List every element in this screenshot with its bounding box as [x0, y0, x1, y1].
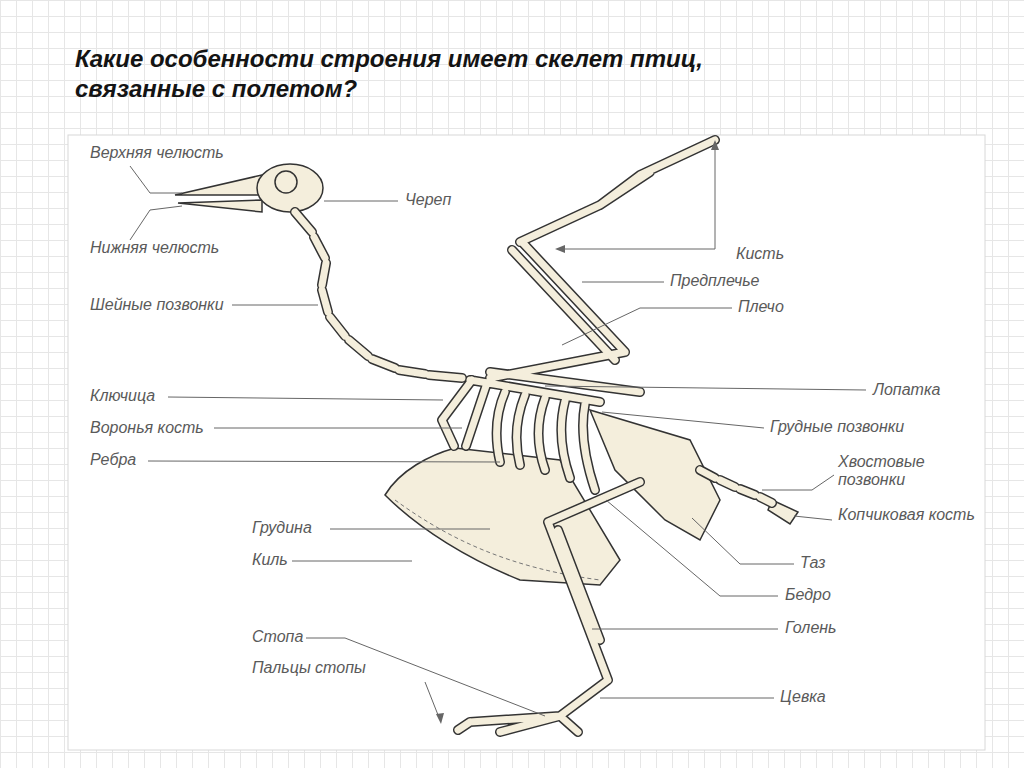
part-label: Пальцы стопы — [252, 659, 366, 677]
arrow-heads — [436, 140, 719, 724]
part-label: Хвостовые позвонки — [838, 453, 988, 489]
part-label: Стопа — [252, 628, 303, 646]
part-label: Плечо — [738, 298, 784, 316]
part-label: Грудные позвонки — [770, 418, 904, 436]
part-label: Грудина — [252, 519, 312, 537]
part-label: Нижняя челюсть — [90, 239, 219, 257]
part-label: Шейные позвонки — [90, 296, 224, 314]
part-label: Голень — [785, 619, 837, 637]
part-label: Ребра — [90, 451, 136, 469]
part-label: Таз — [800, 554, 825, 572]
bones — [295, 140, 772, 732]
part-label: Верхняя челюсть — [90, 144, 224, 162]
part-label: Ключица — [90, 387, 155, 405]
leader-lines — [130, 142, 866, 720]
part-label: Воронья кость — [90, 419, 204, 437]
slide-title: Какие особенности строения имеет скелет … — [75, 44, 795, 104]
picture-ground — [68, 135, 985, 750]
part-label: Цевка — [780, 688, 826, 706]
part-label: Кисть — [736, 245, 784, 263]
part-label: Бедро — [785, 586, 831, 604]
part-label: Копчиковая кость — [838, 506, 988, 524]
part-label: Киль — [252, 551, 288, 569]
part-label: Предплечье — [670, 272, 759, 290]
part-label: Лопатка — [873, 381, 940, 399]
part-label: Череп — [405, 191, 451, 209]
